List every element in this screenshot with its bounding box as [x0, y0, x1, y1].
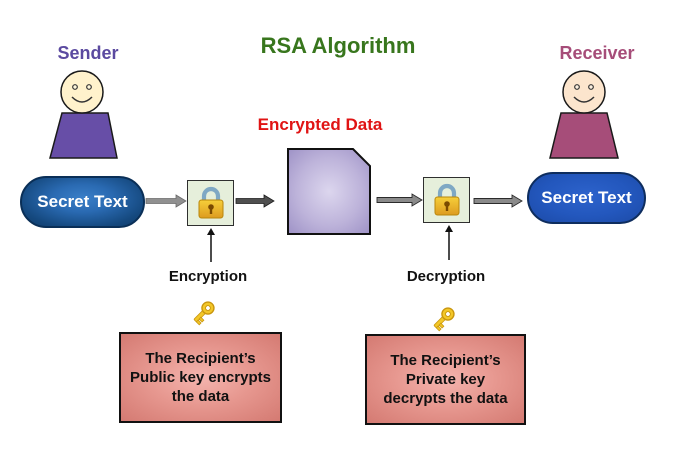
note-line: decrypts the data	[383, 390, 508, 407]
receiver-body	[549, 112, 619, 159]
note-line: The Recipient’s	[390, 352, 501, 369]
note-line: Private key	[405, 371, 486, 388]
document-shape	[287, 148, 371, 235]
receiver-secret-text: Secret Text	[541, 188, 632, 207]
encryption-pointer-arrowhead	[207, 228, 215, 235]
receiver-head	[562, 70, 606, 114]
receiver-person-icon	[549, 70, 619, 159]
arrow-data-to-decryption	[376, 193, 423, 207]
sender-person-icon	[49, 70, 118, 159]
padlock-icon	[434, 183, 459, 216]
sender-eye	[86, 84, 92, 90]
padlock-shackle	[201, 186, 220, 201]
encrypted-data-label: Encrypted Data	[257, 115, 383, 134]
arrow-pill-to-encryption	[145, 194, 187, 208]
decryption-note-box: The Recipient’s Private key decrypts the…	[365, 334, 526, 425]
receiver-eye	[574, 84, 580, 90]
arrow-encryption-to-data	[235, 194, 275, 208]
note-line: Public key encrypts	[130, 369, 271, 386]
sender-secret-text: Secret Text	[37, 192, 128, 211]
decryption-label: Decryption	[406, 268, 486, 285]
receiver-secret-text-pill: Secret Text	[527, 172, 646, 224]
padlock-keyhole-slot	[445, 204, 448, 211]
sender-eye	[72, 84, 78, 90]
padlock-icon	[198, 186, 223, 219]
encryption-lock-box	[187, 180, 234, 226]
note-line: the data	[171, 388, 230, 405]
encryption-label: Encryption	[168, 268, 248, 285]
decryption-pointer-arrowhead	[445, 225, 453, 232]
receiver-eye	[588, 84, 594, 90]
decryption-lock-box	[423, 177, 470, 223]
receiver-label: Receiver	[559, 43, 635, 63]
sender-secret-text-pill: Secret Text	[20, 176, 145, 228]
padlock-shackle	[437, 183, 456, 198]
sender-head	[60, 70, 104, 114]
receiver-smile	[573, 96, 595, 103]
encrypted-data-document	[287, 148, 371, 235]
sender-label: Sender	[57, 43, 119, 63]
private-key-icon	[433, 307, 455, 332]
note-line: The Recipient’s	[145, 350, 256, 367]
sender-body	[49, 112, 118, 159]
public-key-icon	[193, 301, 215, 326]
page-title: RSA Algorithm	[260, 33, 416, 58]
sender-smile	[71, 96, 93, 103]
padlock-keyhole-slot	[209, 207, 212, 214]
encryption-note-box: The Recipient’s Public key encrypts the …	[119, 332, 282, 423]
arrow-decryption-to-pill	[473, 194, 523, 208]
